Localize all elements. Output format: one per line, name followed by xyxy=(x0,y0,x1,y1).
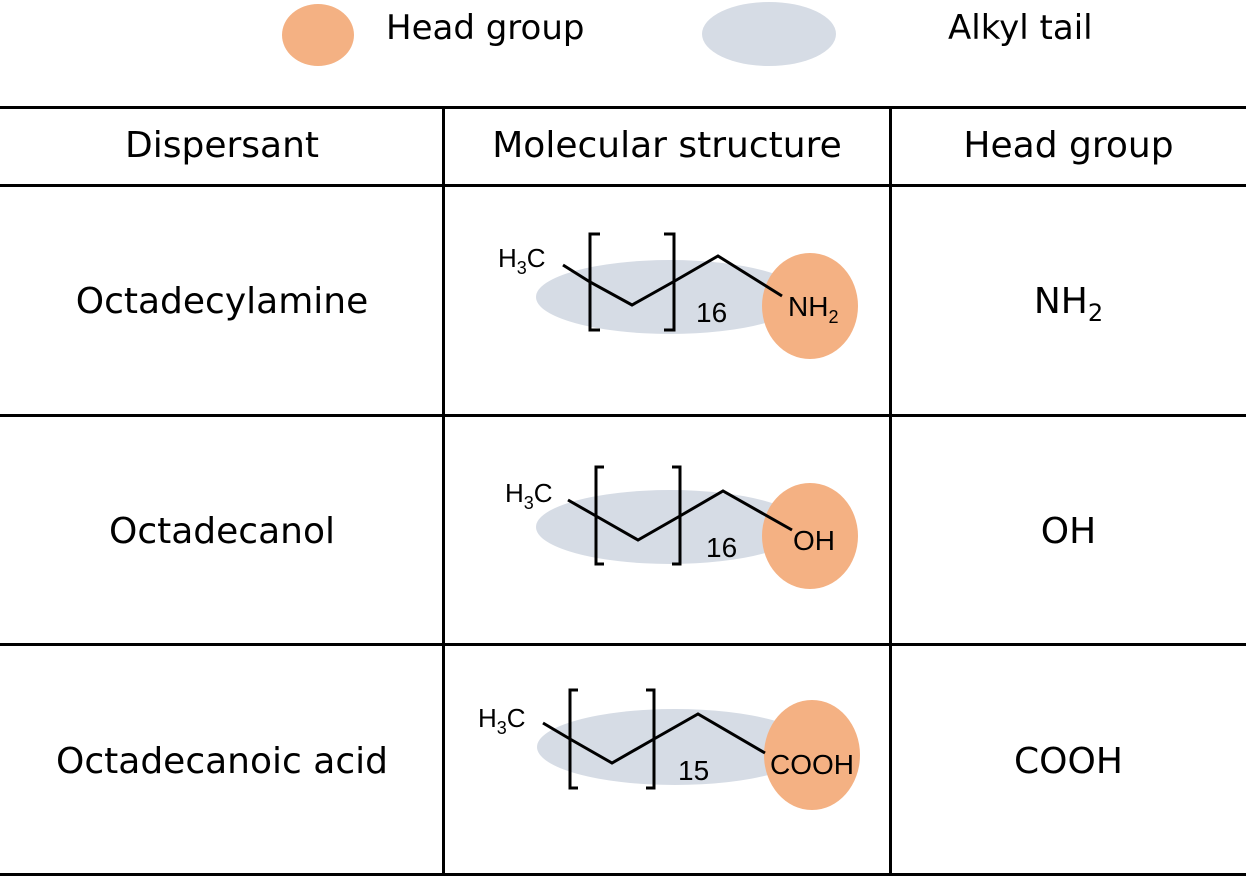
alkyl-tail-icon xyxy=(536,260,804,334)
octadecylamine-structure: H3CH3C 16 NH2 xyxy=(498,232,858,359)
column-divider xyxy=(442,106,445,876)
head-group-value: OH xyxy=(1040,511,1097,552)
terminal-label: H3C xyxy=(478,703,526,738)
head-group-swatch-icon xyxy=(282,4,354,66)
row-divider xyxy=(0,414,1246,417)
repeat-count: 16 xyxy=(696,297,727,328)
header-molecular-structure: Molecular structure xyxy=(492,125,842,166)
table-top-border xyxy=(0,106,1246,109)
dispersant-name: Octadecanoic acid xyxy=(56,741,388,782)
header-divider xyxy=(0,184,1246,187)
dispersant-name: Octadecylamine xyxy=(75,281,369,322)
row-divider xyxy=(0,643,1246,646)
head-group-icon xyxy=(762,483,858,589)
header-dispersant: Dispersant xyxy=(124,125,320,166)
alkyl-tail-swatch-icon xyxy=(702,2,836,66)
header-head-group: Head group xyxy=(963,125,1174,166)
dispersant-table: Dispersant Molecular structure Head grou… xyxy=(0,106,1246,876)
alkyl-tail-icon xyxy=(536,490,804,564)
legend: Head group Alkyl tail xyxy=(0,0,1246,80)
table-bottom-border xyxy=(0,873,1246,876)
head-group-value: COOH xyxy=(1014,741,1123,782)
octadecanol-structure: H3C 16 OH xyxy=(505,465,858,589)
legend-alkyl-tail-label: Alkyl tail xyxy=(948,8,1093,48)
head-group-icon xyxy=(762,253,858,359)
alkyl-tail-icon xyxy=(537,709,813,785)
terminal-label: H3CH3C xyxy=(498,243,546,278)
head-label: COOH xyxy=(770,749,854,780)
head-group-value: NH2 xyxy=(1033,281,1104,327)
octadecanoic-acid-structure: H3C 15 COOH xyxy=(478,688,860,810)
repeat-count: 16 xyxy=(706,532,737,563)
head-group-icon xyxy=(764,700,860,810)
head-label: OH xyxy=(793,525,835,556)
legend-head-group-label: Head group xyxy=(386,8,585,48)
terminal-label: H3C xyxy=(505,478,553,513)
column-divider xyxy=(889,106,892,876)
dispersant-name: Octadecanol xyxy=(108,511,335,552)
repeat-count: 15 xyxy=(678,755,709,786)
